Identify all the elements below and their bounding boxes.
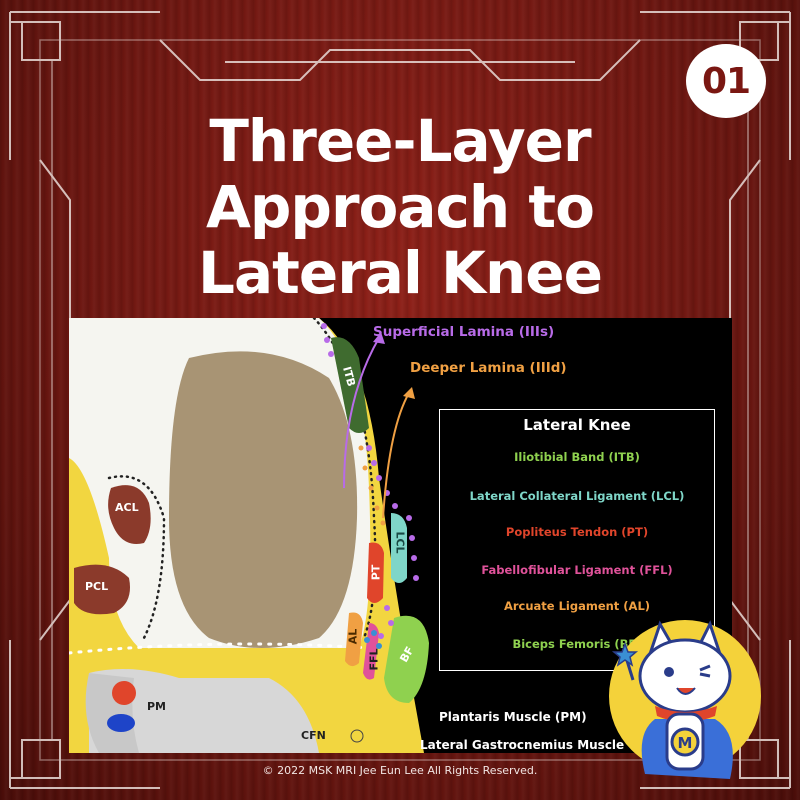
title-line-2: Approach to <box>206 173 595 241</box>
legend-item-lcl: Lateral Collateral Ligament (LCL) <box>469 489 685 503</box>
legend-item-al: Arcuate Ligament (AL) <box>503 599 651 613</box>
cat-mascot-icon: M <box>609 620 761 779</box>
legend-item-ffl: Fabellofibular Ligament (FFL) <box>481 563 673 577</box>
pcl-label: PCL <box>85 580 109 593</box>
ffl-label: FFL <box>367 648 381 671</box>
title-line-3: Lateral Knee <box>198 239 603 307</box>
gastrocnemius-label: Lateral Gastrocnemius Muscle <box>420 738 625 752</box>
deeper-lamina-label: Deeper Lamina (IIId) <box>410 360 567 376</box>
legend-item-pt: Popliteus Tendon (PT) <box>505 525 649 539</box>
cfn-label: CFN <box>301 729 326 742</box>
legend-item-itb: Iliotibial Band (ITB) <box>514 450 640 464</box>
knee-diagram-panel: Superficial Lamina (IIIs) Deeper Lamina … <box>69 318 732 753</box>
al-label: AL <box>346 628 360 645</box>
lcl-label: LCL <box>393 531 407 554</box>
plantaris-label: Plantaris Muscle (PM) <box>439 710 587 724</box>
pm-label: PM <box>147 700 167 713</box>
page-title: Three-Layer Approach to Lateral Knee <box>0 108 800 306</box>
svg-text:M: M <box>678 734 693 752</box>
copyright-text: © 2022 MSK MRI Jee Eun Lee All Rights Re… <box>262 764 538 777</box>
legend-item-bf: Biceps Femoris (BF) <box>512 637 642 651</box>
badge-number: 01 <box>701 60 751 102</box>
pt-label: PT <box>369 564 383 581</box>
superficial-lamina-label: Superficial Lamina (IIIs) <box>373 324 555 340</box>
legend-box: Lateral Knee Iliotibial Band (ITB) Later… <box>439 409 715 671</box>
acl-label: ACL <box>115 501 139 514</box>
knee-anatomy-illustration <box>69 318 429 753</box>
title-line-1: Three-Layer <box>209 107 591 175</box>
number-badge: 01 <box>686 44 766 118</box>
legend-title: Lateral Knee <box>523 416 631 434</box>
